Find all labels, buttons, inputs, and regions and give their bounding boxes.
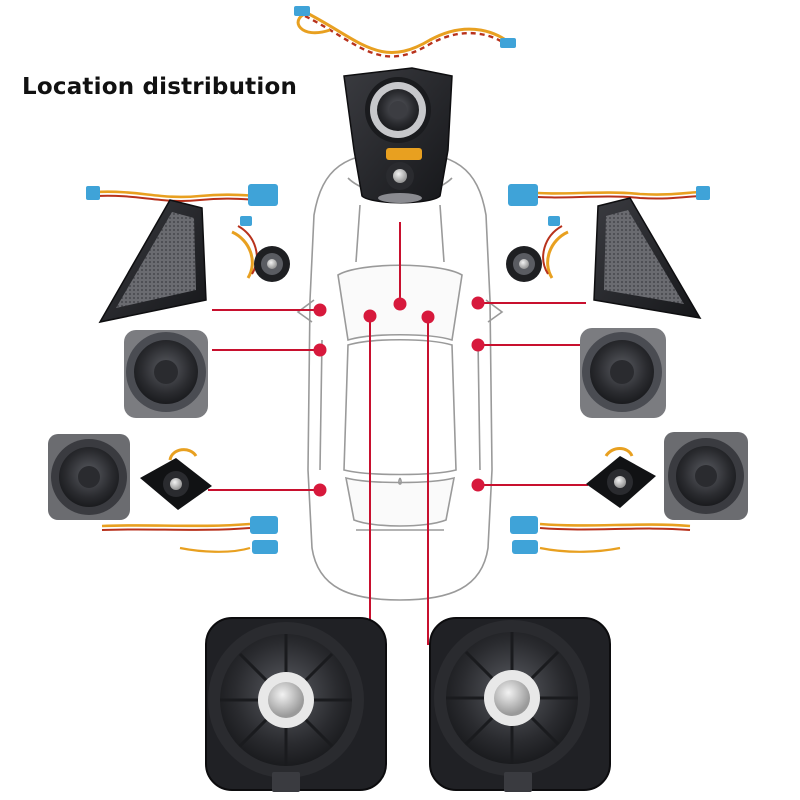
marker-front-left-tweeter <box>313 303 327 317</box>
marker-rear-right-door <box>471 478 485 492</box>
left-harness-top <box>86 184 278 206</box>
tweeter-cover-icon <box>98 199 207 324</box>
marker-right-subwoofer <box>421 310 435 324</box>
marker-front-right-tweeter <box>471 296 485 310</box>
location-markers <box>313 296 485 497</box>
marker-rear-left-door <box>313 483 327 497</box>
page-title: Location distribution <box>22 74 298 100</box>
tweeter-pod-right <box>506 216 569 282</box>
marker-center-dash <box>393 297 407 311</box>
midrange-speaker-icon <box>124 330 208 418</box>
marker-left-subwoofer <box>363 309 377 323</box>
connection-lines <box>208 222 588 645</box>
right-harness-top <box>508 184 710 206</box>
tweeter-pod-left <box>231 216 290 282</box>
marker-front-right-midrange <box>471 338 485 352</box>
speaker-set-icon <box>48 434 278 554</box>
subwoofer-icon <box>429 617 611 792</box>
cable-icon <box>294 6 516 58</box>
tweeter-cover-icon <box>593 197 702 320</box>
car-outline <box>296 151 504 601</box>
marker-front-left-midrange <box>313 343 327 357</box>
midrange-speaker-icon <box>580 328 666 418</box>
center-speaker-icon <box>343 67 453 204</box>
speaker-set-icon <box>510 432 748 554</box>
subwoofer-icon <box>205 617 387 792</box>
